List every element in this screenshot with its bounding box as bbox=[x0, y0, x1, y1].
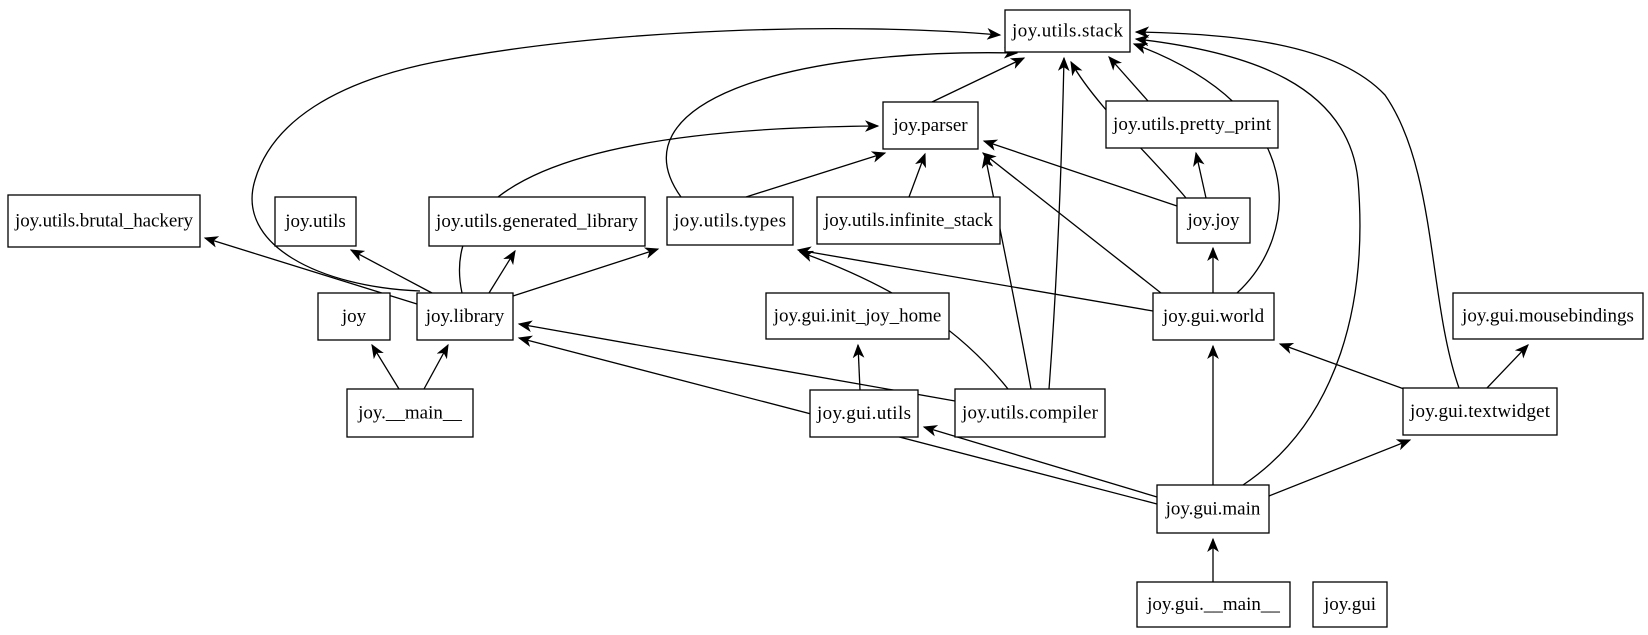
edge-joy-library-to-joy-parser bbox=[458, 120, 880, 294]
edge-joy-parser-to-joy-utils-stack bbox=[931, 57, 1026, 103]
node-box-joy bbox=[317, 292, 391, 341]
node-label-joy: joy bbox=[341, 306, 367, 327]
edge-joy-utils-compiler-to-joy-parser bbox=[981, 153, 1032, 390]
node-box-joy-gui-main-dunder bbox=[1136, 581, 1291, 628]
edge-joy-utils-types-to-joy-parser bbox=[745, 151, 887, 198]
node-joy-gui-world: joy.gui.world bbox=[1152, 292, 1275, 341]
edge-joy-gui-main-to-joy-utils-stack bbox=[1134, 34, 1361, 486]
node-label-joy-main: joy.__main__ bbox=[357, 402, 462, 423]
node-joy-gui-main-dunder: joy.gui.__main__ bbox=[1136, 581, 1291, 628]
node-box-joy-library bbox=[416, 292, 514, 341]
edge-joy-utils-compiler-to-joy-utils-stack bbox=[1048, 56, 1070, 390]
node-label-joy-utils-compiler: joy.utils.compiler bbox=[961, 402, 1099, 423]
node-box-joy-utils-infinite-stack bbox=[816, 196, 1001, 245]
node-label-joy-gui-main-dunder: joy.gui.__main__ bbox=[1146, 594, 1280, 615]
node-box-joy-utils-compiler bbox=[954, 388, 1106, 438]
edge-joy-gui-main-to-joy-gui-textwidget bbox=[1268, 439, 1412, 497]
node-label-joy-parser: joy.parser bbox=[892, 115, 968, 136]
node-joy-utils-infinite-stack: joy.utils.infinite_stack bbox=[816, 196, 1001, 245]
node-box-joy-utils-stack bbox=[1004, 9, 1131, 53]
node-label-joy-library: joy.library bbox=[425, 306, 505, 327]
edge-joy-gui-textwidget-to-joy-gui-mousebindings bbox=[1486, 344, 1529, 389]
node-box-joy-gui bbox=[1312, 581, 1388, 628]
node-box-joy-main bbox=[346, 388, 474, 438]
edge-joy-joy-to-joy-utils-pretty-print bbox=[1193, 151, 1207, 199]
node-joy-utils-compiler: joy.utils.compiler bbox=[954, 388, 1106, 438]
node-label-joy-gui-textwidget: joy.gui.textwidget bbox=[1409, 401, 1551, 422]
node-label-joy-gui-world: joy.gui.world bbox=[1162, 306, 1265, 327]
node-box-joy-gui-main bbox=[1156, 484, 1270, 534]
node-box-joy-gui-world bbox=[1152, 292, 1275, 341]
edge-joy-library-to-joy-utils-generated-library bbox=[488, 249, 516, 294]
edge-joy-utils-types-to-joy-utils-stack bbox=[665, 46, 1019, 198]
node-label-joy-gui-utils: joy.gui.utils bbox=[816, 403, 911, 424]
node-box-joy-gui-textwidget bbox=[1402, 387, 1558, 436]
node-label-joy-gui-main: joy.gui.main bbox=[1165, 498, 1261, 519]
node-joy: joy bbox=[317, 292, 391, 341]
node-joy-gui-main: joy.gui.main bbox=[1156, 484, 1270, 534]
node-box-joy-parser bbox=[882, 101, 979, 150]
edge-joy-main-to-joy bbox=[371, 343, 400, 390]
node-joy-utils-pretty-print: joy.utils.pretty_print bbox=[1105, 100, 1279, 149]
node-joy-utils: joy.utils bbox=[274, 196, 357, 247]
node-label-joy-utils: joy.utils bbox=[284, 211, 346, 232]
edge-joy-gui-textwidget-to-joy-utils-stack bbox=[1134, 26, 1460, 389]
node-joy-joy: joy.joy bbox=[1176, 197, 1251, 244]
node-joy-main: joy.__main__ bbox=[346, 388, 474, 438]
edge-joy-utils-infinite-stack-to-joy-parser bbox=[908, 152, 926, 198]
node-box-joy-utils-pretty-print bbox=[1105, 100, 1279, 149]
node-label-joy-utils-types: joy.utils.types bbox=[673, 210, 786, 231]
edge-joy-gui-world-to-joy-utils-types bbox=[796, 246, 1154, 312]
node-joy-parser: joy.parser bbox=[882, 101, 979, 150]
node-joy-utils-stack: joy.utils.stack bbox=[1004, 9, 1131, 53]
edge-joy-gui-main-to-joy-gui-utils bbox=[922, 425, 1158, 498]
edge-joy-utils-compiler-to-joy-library bbox=[517, 320, 956, 402]
node-joy-utils-generated-library: joy.utils.generated_library bbox=[428, 196, 646, 247]
edge-joy-gui-textwidget-to-joy-gui-world bbox=[1278, 342, 1405, 390]
node-box-joy-utils-types bbox=[666, 196, 794, 246]
node-label-joy-utils-generated-library: joy.utils.generated_library bbox=[435, 211, 639, 232]
node-label-joy-utils-brutal-hackery: joy.utils.brutal_hackery bbox=[14, 210, 194, 231]
edge-joy-library-to-joy-utils-types bbox=[512, 247, 660, 297]
node-box-joy-utils-brutal-hackery bbox=[7, 194, 201, 248]
node-box-joy-gui-mousebindings bbox=[1452, 292, 1644, 340]
node-joy-gui: joy.gui bbox=[1312, 581, 1388, 628]
edge-joy-library-to-joy-utils bbox=[349, 249, 433, 294]
node-label-joy-utils-pretty-print: joy.utils.pretty_print bbox=[1112, 114, 1272, 135]
node-box-joy-utils-generated-library bbox=[428, 196, 646, 247]
edge-joy-utils-pretty-print-to-joy-utils-stack bbox=[1108, 56, 1149, 102]
edge-joy-main-to-joy-library bbox=[423, 343, 449, 390]
edge-joy-joy-to-joy-parser bbox=[982, 139, 1178, 207]
node-box-joy-joy bbox=[1176, 197, 1251, 244]
node-label-joy-joy: joy.joy bbox=[1186, 210, 1240, 231]
node-joy-utils-brutal-hackery: joy.utils.brutal_hackery bbox=[7, 194, 201, 248]
node-joy-gui-textwidget: joy.gui.textwidget bbox=[1402, 387, 1558, 436]
node-label-joy-utils-stack: joy.utils.stack bbox=[1011, 20, 1124, 41]
node-joy-library: joy.library bbox=[416, 292, 514, 341]
node-joy-utils-types: joy.utils.types bbox=[666, 196, 794, 246]
edge-joy-gui-world-to-joy-utils-stack bbox=[1132, 43, 1280, 294]
node-box-joy-gui-utils bbox=[809, 389, 919, 438]
node-label-joy-gui-init-joy-home: joy.gui.init_joy_home bbox=[773, 305, 942, 326]
edge-joy-library-to-joy-utils-stack bbox=[251, 28, 1002, 292]
edge-joy-gui-utils-to-joy-gui-init-joy-home bbox=[852, 343, 865, 391]
edge-joy-gui-world-to-joy-parser bbox=[981, 152, 1162, 294]
node-label-joy-gui: joy.gui bbox=[1323, 594, 1376, 615]
node-joy-gui-mousebindings: joy.gui.mousebindings bbox=[1452, 292, 1644, 340]
node-joy-gui-init-joy-home: joy.gui.init_joy_home bbox=[765, 292, 950, 340]
node-box-joy-utils bbox=[274, 196, 357, 247]
node-joy-gui-utils: joy.gui.utils bbox=[809, 389, 919, 438]
node-label-joy-utils-infinite-stack: joy.utils.infinite_stack bbox=[823, 210, 994, 231]
node-box-joy-gui-init-joy-home bbox=[765, 292, 950, 340]
node-label-joy-gui-mousebindings: joy.gui.mousebindings bbox=[1461, 305, 1634, 326]
